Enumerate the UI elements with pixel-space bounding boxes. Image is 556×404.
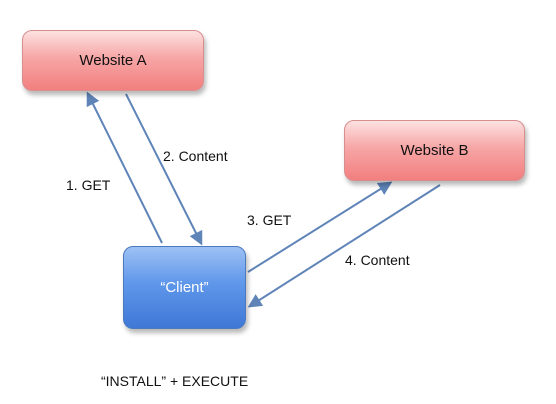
- client-box: “Client”: [123, 246, 246, 329]
- website-a-box: Website A: [22, 30, 204, 91]
- arrow-2-content: [125, 93, 203, 246]
- website-a-label: Website A: [79, 52, 147, 69]
- edge-label-1: 1. GET: [66, 177, 111, 193]
- website-b-box: Website B: [344, 120, 525, 181]
- diagram-caption: “INSTALL” + EXECUTE: [101, 373, 249, 389]
- client-label: “Client”: [160, 279, 209, 296]
- edge-label-3: 3. GET: [247, 212, 292, 228]
- arrow-3-get: [247, 181, 393, 273]
- edge-label-4: 4. Content: [345, 252, 410, 268]
- edge-label-2: 2. Content: [163, 148, 228, 164]
- website-b-label: Website B: [400, 142, 469, 159]
- arrow-4-content: [247, 184, 441, 308]
- arrow-1-get: [86, 91, 163, 244]
